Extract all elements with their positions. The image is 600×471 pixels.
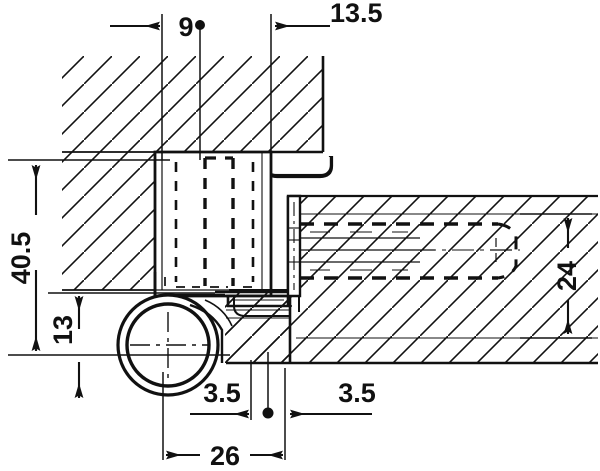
- dim-center-dot: [262, 407, 274, 419]
- dim-9: 9: [110, 12, 205, 42]
- dim-13-label: 13: [48, 315, 78, 345]
- dim-9-center-dot: [195, 20, 205, 30]
- dim-3-5-right: 3.5: [262, 378, 376, 419]
- dim-24: 24: [552, 218, 582, 334]
- hidden-fastener: [300, 222, 520, 280]
- dim-13-5-label: 13.5: [330, 0, 383, 28]
- mounting-plate: [226, 289, 300, 363]
- hinge-cup: [153, 150, 273, 298]
- door-edge-gasket: [263, 154, 334, 179]
- dim-26: 26: [166, 441, 283, 471]
- hinge-plate-neck: [286, 194, 302, 298]
- dim-13-5: 13.5: [275, 0, 383, 31]
- dim-40-5-label: 40.5: [6, 232, 36, 285]
- dim-13: 13: [48, 296, 84, 398]
- dim-40-5: 40.5: [6, 165, 41, 351]
- extension-lines: [8, 14, 592, 460]
- dim-26-label: 26: [210, 441, 240, 471]
- dim-9-label: 9: [178, 12, 193, 42]
- dim-3-5-left: 3.5: [190, 378, 249, 419]
- hidden-fastener-tip: [497, 222, 518, 280]
- dim-3-5-left-label: 3.5: [203, 378, 241, 408]
- dim-24-label: 24: [552, 261, 582, 291]
- hinge-knuckle: [116, 293, 233, 397]
- dim-3-5-right-label: 3.5: [338, 378, 376, 408]
